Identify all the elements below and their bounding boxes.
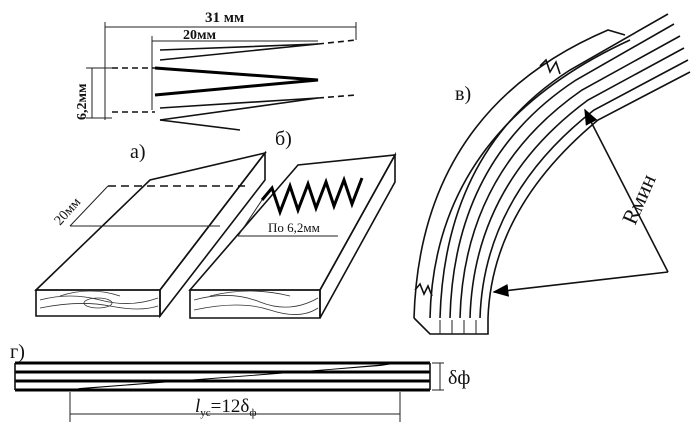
plank-b-side (319, 151, 396, 319)
dash-1 (317, 39, 357, 45)
arc-end (413, 317, 489, 335)
dim-label-20mm: 20мм (183, 28, 217, 43)
panel-v-label: в) (455, 83, 471, 105)
panel-g-label: г) (10, 341, 25, 363)
panel-b-dim-label: По 6,2мм (268, 220, 320, 235)
panel-b-label: б) (275, 128, 292, 150)
dim-label-31mm: 31 мм (205, 10, 244, 26)
plank-b-front (189, 289, 321, 319)
panel-a-dim-label: 20мм (52, 195, 84, 229)
panel-b-plank: б) По 6,2мм (188, 128, 397, 319)
delta-f-label: δф (448, 367, 470, 389)
plank-b-leader (237, 199, 263, 237)
plank-a-top (34, 151, 267, 291)
dim-label-6-2mm: 6,2мм (75, 83, 90, 120)
plank-b-finger-zigzag (260, 175, 364, 217)
plank-a-side (159, 150, 266, 319)
scarf-joint (70, 363, 400, 390)
length-label: lус=12δф (195, 396, 256, 419)
panel-v-curved-beam: в) Rмин (413, 13, 691, 335)
finger-profile: 31 мм 20мм 6,2мм (75, 10, 357, 131)
finger-1 (159, 43, 319, 61)
dash-2 (317, 94, 357, 99)
panel-a-label: а) (130, 141, 146, 163)
radius-arrow-up (584, 108, 669, 273)
panel-g-laminated-strip: г) δф lус=12δф (10, 341, 470, 422)
finger-tail (159, 119, 241, 131)
radius-label: Rмин (617, 170, 661, 228)
plank-a-front (35, 289, 161, 317)
finger-2 (154, 66, 319, 97)
finger-3 (159, 97, 319, 121)
radius-arrow-left (492, 271, 669, 297)
